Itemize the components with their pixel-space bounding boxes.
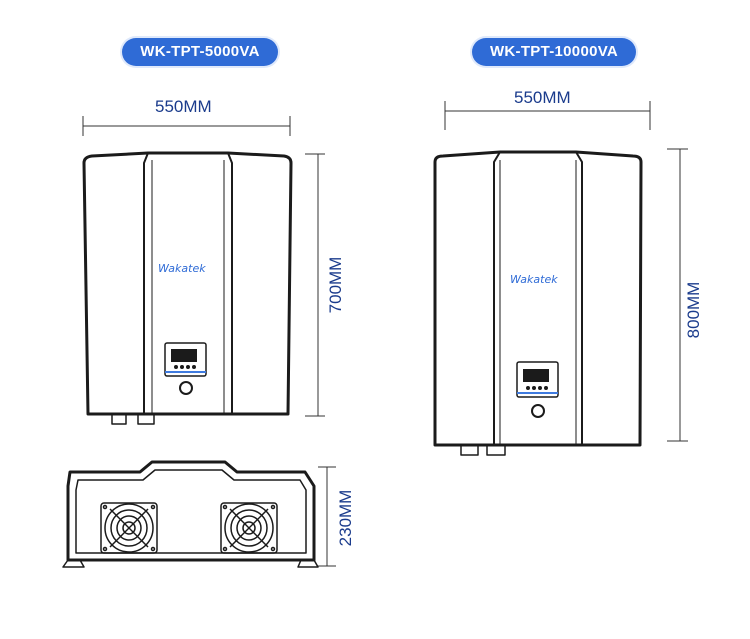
- dimension-lines: [82, 101, 688, 567]
- front-view-10000va: [433, 150, 643, 456]
- fan-icon-left: [100, 502, 158, 554]
- width-label-10000va: 550MM: [514, 88, 571, 107]
- model-badge-5000va: WK-TPT-5000VA: [122, 38, 278, 66]
- model-badge-10000va: WK-TPT-10000VA: [472, 38, 636, 66]
- brand-logo-10000va: Wakatek: [510, 273, 558, 286]
- fan-icon-right: [220, 502, 278, 554]
- brand-logo-5000va: Wakatek: [158, 262, 206, 275]
- front-view-5000va: [82, 151, 293, 425]
- top-view-5000va: [62, 460, 319, 568]
- width-label-5000va: 550MM: [155, 97, 212, 116]
